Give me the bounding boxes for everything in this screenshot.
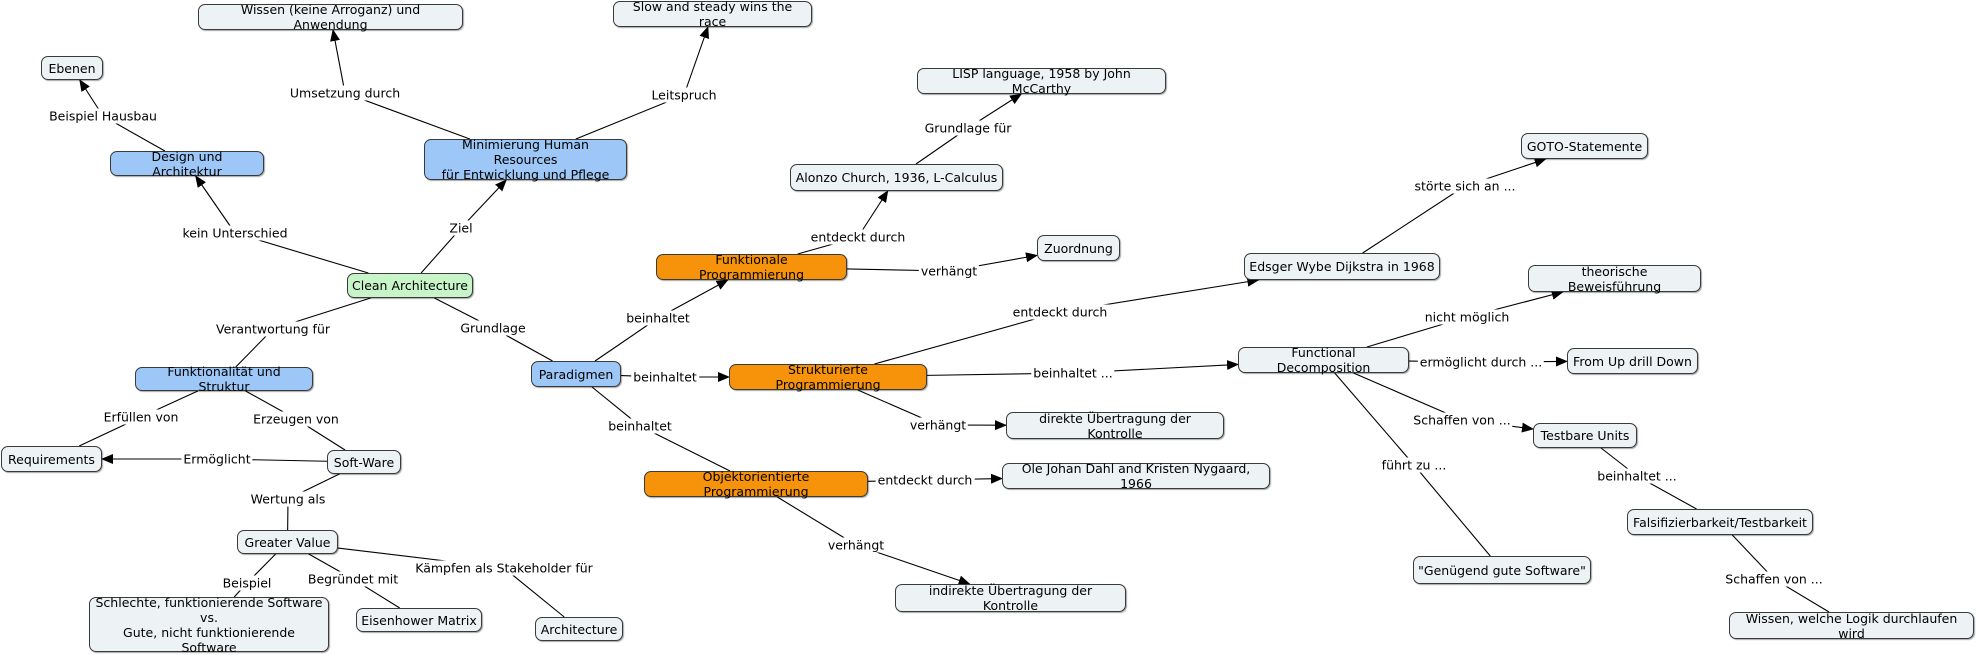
node-indirekte[interactable]: indirekte Übertragung der Kontrolle <box>895 584 1126 612</box>
edge-label-minimierung-wissen_arroganz: Umsetzung durch <box>288 86 402 101</box>
edge-label-funktionalitaet-requirements: Erfüllen von <box>102 410 181 425</box>
node-wissen_arroganz[interactable]: Wissen (keine Arroganz) und Anwendung <box>198 4 463 30</box>
node-funktionalitaet[interactable]: Funktionalität und Struktur <box>135 367 313 391</box>
node-dijkstra[interactable]: Edsger Wybe Dijkstra in 1968 <box>1244 253 1440 280</box>
node-zuordnung[interactable]: Zuordnung <box>1037 235 1120 261</box>
edge-arrow-clean-design <box>196 176 235 233</box>
edge-label-functional-theorische: nicht möglich <box>1423 310 1512 325</box>
node-clean[interactable]: Clean Architecture <box>347 273 473 298</box>
node-ebenen[interactable]: Ebenen <box>41 56 103 80</box>
node-schlechte[interactable]: Schlechte, funktionierende Software vs. … <box>89 597 329 652</box>
node-ole[interactable]: Ole Johan Dahl and Kristen Nygaard, 1966 <box>1002 463 1270 489</box>
edge-label-strukturierte-dijkstra: entdeckt durch <box>1011 305 1110 320</box>
node-functional[interactable]: Functional Decomposition <box>1238 347 1409 373</box>
node-architecture[interactable]: Architecture <box>535 617 623 641</box>
node-greater[interactable]: Greater Value <box>237 530 338 554</box>
edge-label-clean-paradigmen: Grundlage <box>458 321 527 336</box>
node-fromup[interactable]: From Up drill Down <box>1567 348 1698 374</box>
node-minimierung[interactable]: Minimierung Human Resources für Entwickl… <box>424 139 627 180</box>
edge-label-clean-minimierung: Ziel <box>447 221 474 236</box>
node-wissen_logik[interactable]: Wissen, welche Logik durchlaufen wird <box>1729 612 1974 639</box>
edge-segment-functional-genuegend <box>1335 373 1414 465</box>
node-falsifizierbarkeit[interactable]: Falsifizierbarkeit/Testbarkeit <box>1627 509 1813 535</box>
edge-label-testbare-falsifizierbarkeit: beinhaltet ... <box>1595 469 1678 484</box>
edge-label-design-ebenen: Beispiel Hausbau <box>47 109 159 124</box>
edge-label-funktionale-zuordnung: verhängt <box>919 264 979 279</box>
edge-label-greater-architecture: Kämpfen als Stakeholder für <box>413 561 595 576</box>
node-testbare[interactable]: Testbare Units <box>1533 423 1637 448</box>
node-lisp[interactable]: LISP language, 1958 by John McCarthy <box>917 68 1166 94</box>
node-strukturierte[interactable]: Strukturierte Programmierung <box>729 364 927 390</box>
node-alonzo[interactable]: Alonzo Church, 1936, L-Calculus <box>790 164 1003 191</box>
edge-label-dijkstra-goto: störte sich an ... <box>1413 179 1518 194</box>
node-slow[interactable]: Slow and steady wins the race <box>613 1 812 27</box>
edge-label-strukturierte-direkte: verhängt <box>908 418 968 433</box>
edge-label-strukturierte-functional: beinhaltet ... <box>1031 366 1114 381</box>
node-funktionale[interactable]: Funktionale Programmierung <box>656 254 847 280</box>
node-design[interactable]: Design und Architektur <box>110 151 264 176</box>
edge-label-objektorientierte-ole: entdeckt durch <box>876 473 975 488</box>
edge-segment-functional-genuegend <box>1414 465 1490 556</box>
edge-label-clean-design: kein Unterschied <box>180 226 289 241</box>
edge-label-clean-funktionalitaet: Verantwortung für <box>214 322 332 337</box>
node-objektorientierte[interactable]: Objektorientierte Programmierung <box>644 471 868 497</box>
edge-label-minimierung-slow: Leitspruch <box>649 88 718 103</box>
edge-label-paradigmen-objektorientierte: beinhaltet <box>606 419 674 434</box>
edge-label-funktionale-alonzo: entdeckt durch <box>809 230 908 245</box>
edge-segment-strukturierte-dijkstra <box>874 312 1060 364</box>
node-genuegend[interactable]: "Genügend gute Software" <box>1413 556 1591 584</box>
node-eisenhower[interactable]: Eisenhower Matrix <box>356 608 482 632</box>
edge-label-functional-fromup: ermöglicht durch ... <box>1418 355 1544 370</box>
edge-label-objektorientierte-indirekte: verhängt <box>826 538 886 553</box>
node-theorische[interactable]: theorische Beweisführung <box>1528 265 1701 292</box>
edge-arrow-minimierung-slow <box>684 27 708 95</box>
edge-label-greater-schlechte: Beispiel <box>221 576 274 591</box>
node-direkte[interactable]: direkte Übertragung der Kontrolle <box>1006 412 1224 439</box>
node-requirements[interactable]: Requirements <box>1 446 102 472</box>
edge-label-software-requirements: Ermöglicht <box>181 452 252 467</box>
edge-label-funktionalitaet-software: Erzeugen von <box>251 412 341 427</box>
edge-label-functional-genuegend: führt zu ... <box>1380 458 1449 473</box>
edge-label-greater-eisenhower: Begründet mit <box>306 572 400 587</box>
edge-label-paradigmen-strukturierte: beinhaltet <box>631 370 699 385</box>
edge-label-paradigmen-funktionale: beinhaltet <box>624 311 692 326</box>
node-goto[interactable]: GOTO-Statemente <box>1521 133 1648 159</box>
edge-label-software-greater: Wertung als <box>249 492 328 507</box>
edge-label-falsifizierbarkeit-wissen_logik: Schaffen von ... <box>1723 572 1824 587</box>
node-paradigmen[interactable]: Paradigmen <box>531 361 621 387</box>
edge-label-functional-testbare: Schaffen von ... <box>1411 413 1512 428</box>
edge-label-alonzo-lisp: Grundlage für <box>923 121 1014 136</box>
edge-arrow-minimierung-wissen_arroganz <box>333 30 345 93</box>
node-software[interactable]: Soft-Ware <box>327 450 401 474</box>
edge-segment-dijkstra-goto <box>1363 186 1465 253</box>
